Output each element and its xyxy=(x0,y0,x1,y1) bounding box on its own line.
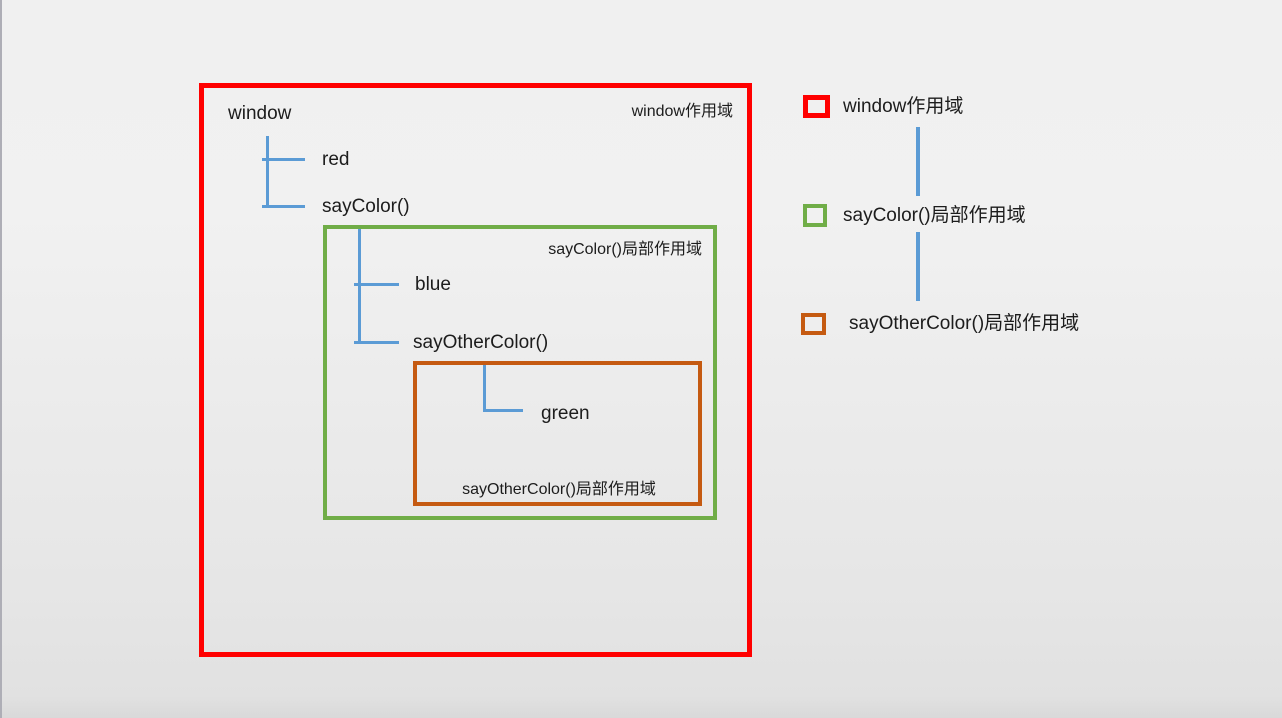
legend-label-window-scope: window作用域 xyxy=(843,96,964,117)
saycolor-tree-vertical-line xyxy=(358,229,361,344)
green-variable-label: green xyxy=(541,403,590,424)
saycolor-scope-title: sayColor()局部作用域 xyxy=(548,241,702,258)
saycolor-function-label: sayColor() xyxy=(322,196,410,217)
saycolor-scope-box xyxy=(323,225,717,520)
legend-label-saycolor-scope: sayColor()局部作用域 xyxy=(843,205,1026,226)
window-tree-branch-saycolor xyxy=(262,205,305,208)
window-root-label: window xyxy=(228,103,292,124)
legend-swatch-window-scope xyxy=(803,95,830,118)
window-tree-vertical-line xyxy=(266,136,269,208)
saycolor-tree-branch-sayothercolor xyxy=(354,341,399,344)
sayothercolor-tree-vertical-line xyxy=(483,365,486,412)
sayothercolor-scope-title: sayOtherColor()局部作用域 xyxy=(462,481,656,498)
slide-left-edge xyxy=(0,0,2,718)
window-scope-box xyxy=(199,83,752,657)
legend-label-sayothercolor-scope: sayOtherColor()局部作用域 xyxy=(849,313,1080,334)
sayothercolor-function-label: sayOtherColor() xyxy=(413,332,549,353)
red-variable-label: red xyxy=(322,149,350,170)
legend-swatch-sayothercolor-scope xyxy=(801,313,826,335)
legend-connector-line-1 xyxy=(916,127,920,196)
sayothercolor-scope-box xyxy=(413,361,702,506)
blue-variable-label: blue xyxy=(415,274,451,295)
saycolor-tree-branch-blue xyxy=(354,283,399,286)
legend-connector-line-2 xyxy=(916,232,920,301)
legend-swatch-saycolor-scope xyxy=(803,204,827,227)
window-tree-branch-red xyxy=(262,158,305,161)
sayothercolor-tree-branch-green xyxy=(483,409,523,412)
window-scope-title: window作用域 xyxy=(631,103,733,120)
